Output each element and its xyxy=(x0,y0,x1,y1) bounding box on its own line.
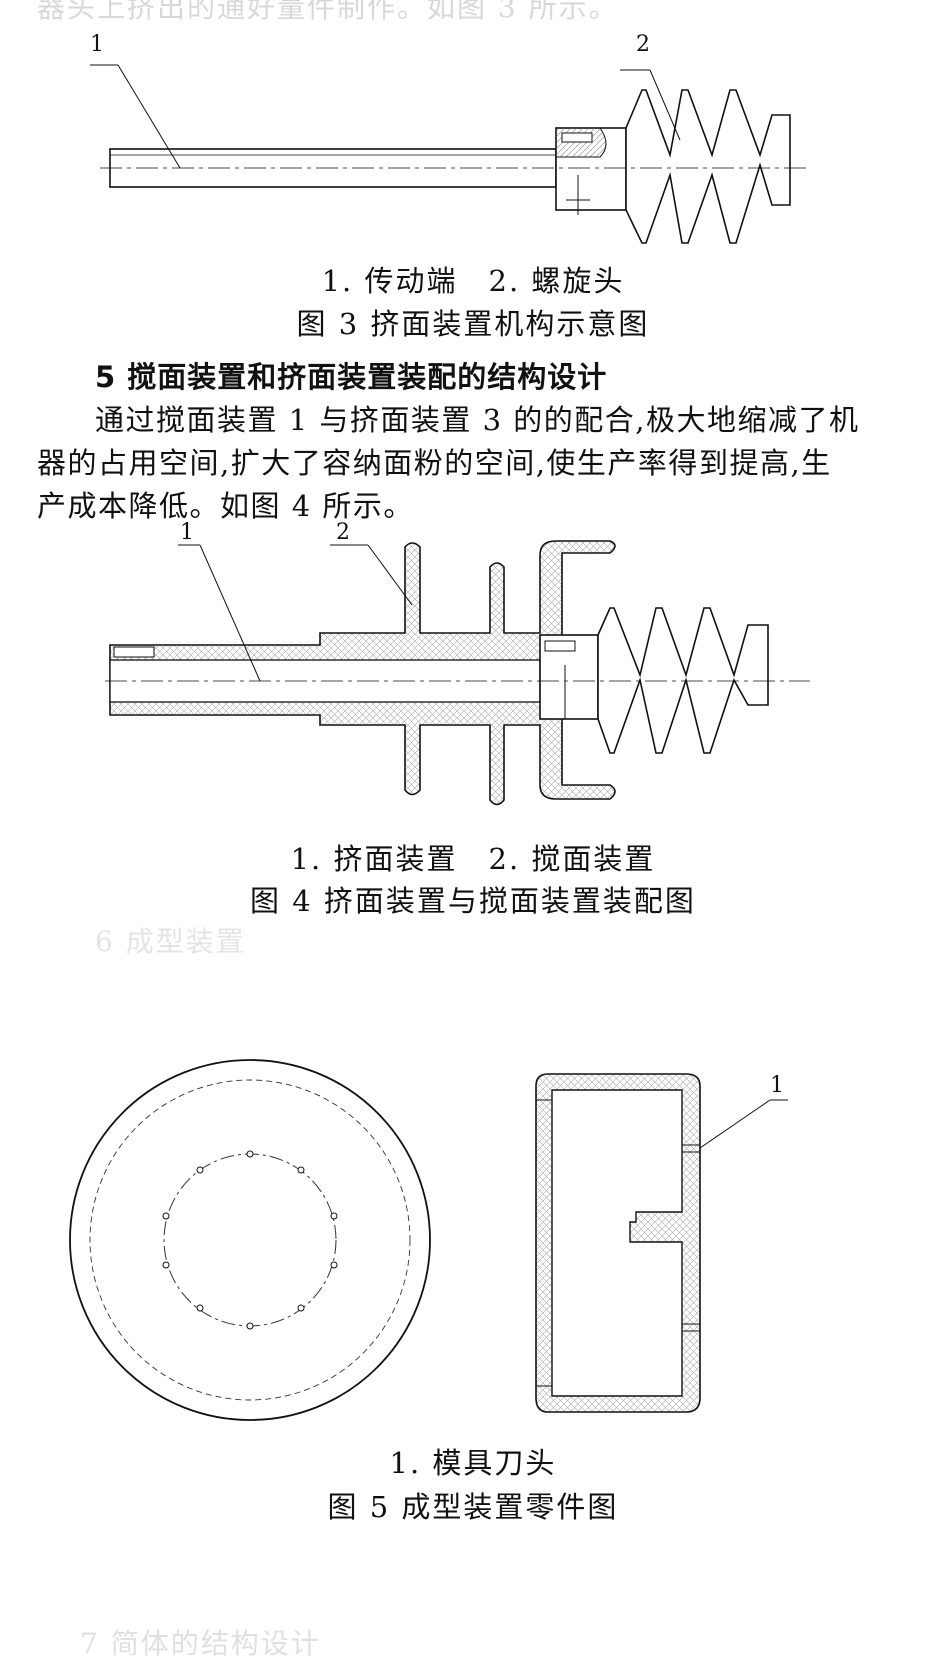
section-5-heading: 5 搅面装置和挤面装置装配的结构设计 xyxy=(95,360,608,394)
fig4-caption: 图 4 挤面装置与搅面装置装配图 xyxy=(250,884,696,918)
fig3-legend: 1. 传动端 2. 螺旋头 xyxy=(321,264,625,298)
fig5-callout-1: 1 xyxy=(770,1073,784,1098)
faded-heading-6: 6 成型装置 xyxy=(95,925,246,958)
fig5-legend: 1. 模具刀头 xyxy=(389,1446,557,1480)
fig4-legend: 1. 挤面装置 2. 搅面装置 xyxy=(290,842,656,876)
fig4-callout-1: 1 xyxy=(180,520,194,545)
fig4-callout-2: 2 xyxy=(336,520,350,545)
faded-top-text: 器头上挤出的通好量件制作。如图 3 所示。 xyxy=(37,0,619,24)
fig3-caption: 图 3 挤面装置机构示意图 xyxy=(296,307,650,341)
faded-bottom-text: 7 简体的结构设计 xyxy=(80,1627,321,1660)
paragraph-line-1: 通过搅面装置 1 与挤面装置 3 的的配合,极大地缩减了机 xyxy=(95,403,860,437)
fig3-callout-1: 1 xyxy=(90,32,104,57)
paragraph-line-2: 器的占用空间,扩大了容纳面粉的空间,使生产率得到提高,生 xyxy=(37,446,832,480)
fig3-callout-2: 2 xyxy=(636,32,650,57)
figure-3-drawing: 1 2 xyxy=(90,32,810,244)
figure-4-drawing: 1 2 xyxy=(105,520,810,806)
fig5-caption: 图 5 成型装置零件图 xyxy=(327,1490,619,1524)
paragraph-line-3: 产成本降低。如图 4 所示。 xyxy=(37,489,414,523)
figure-5-drawing: 1 xyxy=(69,1059,788,1421)
